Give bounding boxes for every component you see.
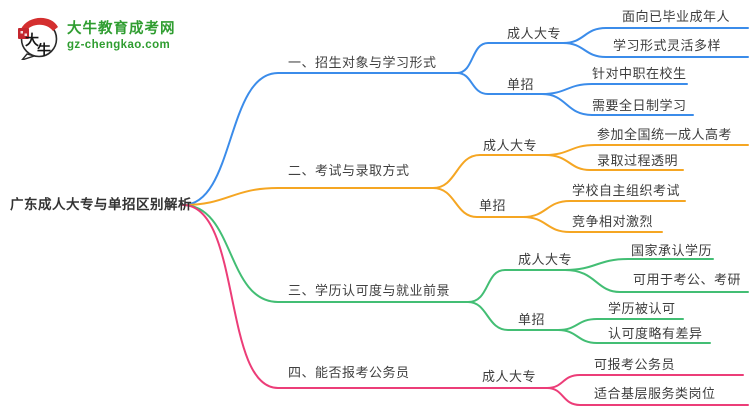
branch-1-trunk xyxy=(182,72,458,206)
logo-bubble-tail xyxy=(21,53,37,60)
branch-2-child-2-label: 单招 xyxy=(479,198,507,213)
branch-3-trunk xyxy=(182,204,469,303)
branch-3-child-1-label: 成人大专 xyxy=(518,252,573,267)
logo-red-seal xyxy=(18,28,29,39)
branch-3-child-1-leaf-2-connector xyxy=(564,269,749,293)
branch-1-child-2-leaf-1: 针对中职在校生 xyxy=(592,66,687,81)
branch-4-trunk xyxy=(182,204,548,389)
branch-2-child-2-leaf-2: 竞争相对激烈 xyxy=(572,214,654,229)
logo-site-domain: gz-chengkao.com xyxy=(67,39,171,51)
branch-4-child-1-label: 成人大专 xyxy=(482,369,537,384)
branch-2-child-2-leaf-2-connector xyxy=(522,216,663,233)
branch-3-label: 三、学历认可度与就业前景 xyxy=(288,283,451,298)
branch-2-child-1-leaf-2-connector xyxy=(544,154,684,171)
branch-2-child-1-leaf-2: 录取过程透明 xyxy=(597,153,679,168)
branch-3-child-2-leaf-1: 学历被认可 xyxy=(608,301,676,316)
branch-2-label: 二、考试与录取方式 xyxy=(288,163,410,178)
logo-red-cap xyxy=(21,17,58,32)
branch-4-label: 四、能否报考公务员 xyxy=(288,365,410,380)
branch-1-child-1-leaf-1: 面向已毕业成年人 xyxy=(622,9,731,24)
branch-3-child-2-label: 单招 xyxy=(518,312,546,327)
branch-1-child-2-connector xyxy=(456,72,543,95)
branch-3-child-1-leaf-1: 国家承认学历 xyxy=(631,243,713,258)
branch-4-child-1-leaf-2: 适合基层服务类岗位 xyxy=(594,386,716,401)
branch-1-child-1-connector xyxy=(456,42,564,74)
site-logo: 大 牛 大牛教育成考网 gz-chengkao.com xyxy=(17,12,176,60)
branch-1-child-2-leaf-1-connector xyxy=(541,83,688,95)
branch-1-child-2-label: 单招 xyxy=(507,77,535,92)
branch-2-trunk xyxy=(182,187,434,206)
central-topic: 广东成人大专与单招区别解析 xyxy=(10,197,192,212)
branch-2-child-2-leaf-1-connector xyxy=(522,200,686,218)
logo-seal-char-2: 牛 xyxy=(37,42,51,58)
branch-1-label: 一、招生对象与学习形式 xyxy=(288,55,437,70)
logo-site-name: 大牛教育成考网 xyxy=(67,21,176,37)
branch-1-child-1-label: 成人大专 xyxy=(507,26,562,41)
branch-3-child-1-connector xyxy=(467,269,566,303)
branch-2-child-2-connector xyxy=(432,187,524,218)
branch-3-child-1-leaf-1-connector xyxy=(564,258,714,271)
branch-3-child-2-leaf-2-connector xyxy=(557,329,711,344)
logo-seal-char-1: 大 xyxy=(25,32,39,48)
branch-1-child-1-leaf-2: 学习形式灵活多样 xyxy=(613,38,722,53)
branch-2-child-2-leaf-1: 学校自主组织考试 xyxy=(572,183,681,198)
branch-1-child-2-leaf-2: 需要全日制学习 xyxy=(592,98,687,113)
branch-1-child-1-leaf-2-connector xyxy=(562,42,749,58)
branch-4-child-1-leaf-1: 可报考公务员 xyxy=(594,357,676,372)
branch-3-child-1-leaf-2: 可用于考公、考研 xyxy=(633,272,742,287)
branch-3-child-2-leaf-2: 认可度略有差异 xyxy=(608,326,703,341)
branch-2-child-1-leaf-1: 参加全国统一成人高考 xyxy=(597,127,733,142)
branch-4-child-1-leaf-2-connector xyxy=(546,387,749,406)
branch-2-child-1-connector xyxy=(432,154,546,189)
branch-3-child-2-connector xyxy=(467,301,559,331)
logo-seal-icon: 大 牛 xyxy=(18,17,58,60)
branch-1-child-2-leaf-2-connector xyxy=(541,93,694,116)
branch-2-child-1-label: 成人大专 xyxy=(483,138,538,153)
